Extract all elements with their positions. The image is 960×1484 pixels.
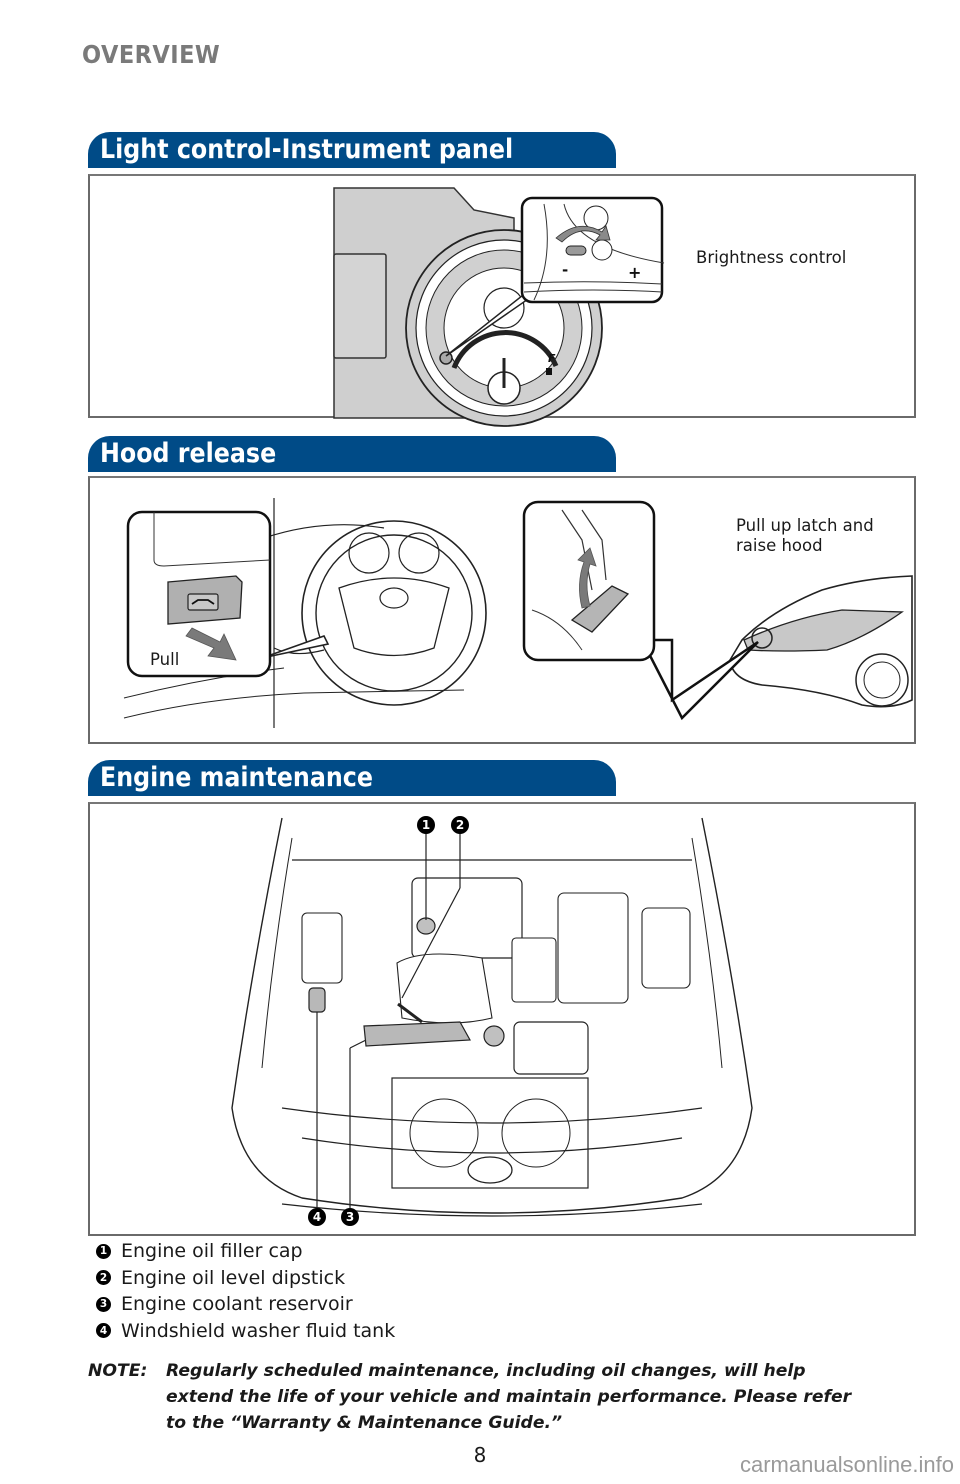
section-header-engine: Engine maintenance (88, 760, 616, 796)
section-header-light-control: Light control-Instrument panel (88, 132, 616, 168)
latch-zoom-callout (522, 500, 656, 662)
maintenance-note: NOTE: Regularly scheduled maintenance, i… (88, 1358, 928, 1436)
legend-item: 4 Windshield washer fluid tank (96, 1318, 395, 1345)
callout-badge-4: 4 (308, 1208, 326, 1226)
section-title: Light control-Instrument panel (100, 134, 514, 165)
hood-release-panel: Pull Pull up latch and raise hood (88, 476, 916, 744)
legend-text: Engine coolant reservoir (121, 1293, 353, 1316)
rotate-arrow-icon (555, 225, 611, 243)
note-prefix: NOTE: (88, 1361, 148, 1381)
note-line-2: extend the life of your vehicle and main… (166, 1387, 852, 1407)
legend-item: 2 Engine oil level dipstick (96, 1265, 395, 1292)
raise-hood-line2: raise hood (736, 536, 823, 555)
page-heading: OVERVIEW (82, 40, 221, 69)
coolant-reservoir (363, 1021, 471, 1047)
note-line-3: to the “Warranty & Maintenance Guide.” (166, 1413, 563, 1433)
plus-label: + (628, 263, 641, 282)
brightness-control-label: Brightness control (696, 248, 847, 267)
pull-arrow-icon (185, 627, 237, 661)
legend-item: 1 Engine oil filler cap (96, 1238, 395, 1265)
number-badge: 2 (96, 1270, 111, 1286)
pull-label: Pull (150, 650, 180, 669)
engine-legend: 1 Engine oil filler cap 2 Engine oil lev… (96, 1238, 395, 1344)
brightness-knob[interactable] (439, 351, 453, 365)
legend-text: Engine oil level dipstick (121, 1266, 346, 1289)
callout-badge-2: 2 (451, 816, 469, 834)
lift-arrow-icon (577, 547, 597, 609)
engine-bay-illustration (231, 817, 753, 1217)
number-badge: 3 (96, 1296, 111, 1312)
legend-text: Windshield washer fluid tank (121, 1319, 396, 1342)
raise-hood-line1: Pull up latch and (736, 516, 874, 535)
light-control-panel: F - + Brightness control (88, 174, 916, 427)
hood-release-lever-icon[interactable] (187, 593, 219, 611)
callout-badge-1: 1 (417, 816, 435, 834)
number-badge: 1 (96, 1243, 111, 1259)
instrument-cluster-illustration: F - + (333, 187, 665, 427)
note-line-1: Regularly scheduled maintenance, includi… (166, 1361, 806, 1381)
section-title: Hood release (100, 438, 277, 469)
number-badge: 4 (96, 1323, 111, 1339)
page-number: 8 (473, 1443, 487, 1467)
section-title: Engine maintenance (100, 762, 373, 793)
oil-filler-cap (416, 917, 436, 935)
hood-lever-illustration (123, 498, 487, 728)
washer-fluid-tank (308, 987, 326, 1013)
hood-latch-illustration (522, 500, 913, 721)
dipstick (397, 1002, 423, 1024)
watermark: carmanualsonline.info (739, 1452, 954, 1477)
minus-label: - (562, 261, 568, 279)
legend-item: 3 Engine coolant reservoir (96, 1291, 395, 1318)
fuel-pump-icon (546, 368, 552, 375)
fuel-full-label: F (548, 352, 556, 365)
engine-panel: 1 2 3 4 (88, 802, 916, 1236)
legend-text: Engine oil filler cap (121, 1240, 303, 1263)
callout-badge-3: 3 (341, 1208, 359, 1226)
section-header-hood-release: Hood release (88, 436, 616, 472)
raise-hood-label: Pull up latch and raise hood (736, 516, 874, 556)
